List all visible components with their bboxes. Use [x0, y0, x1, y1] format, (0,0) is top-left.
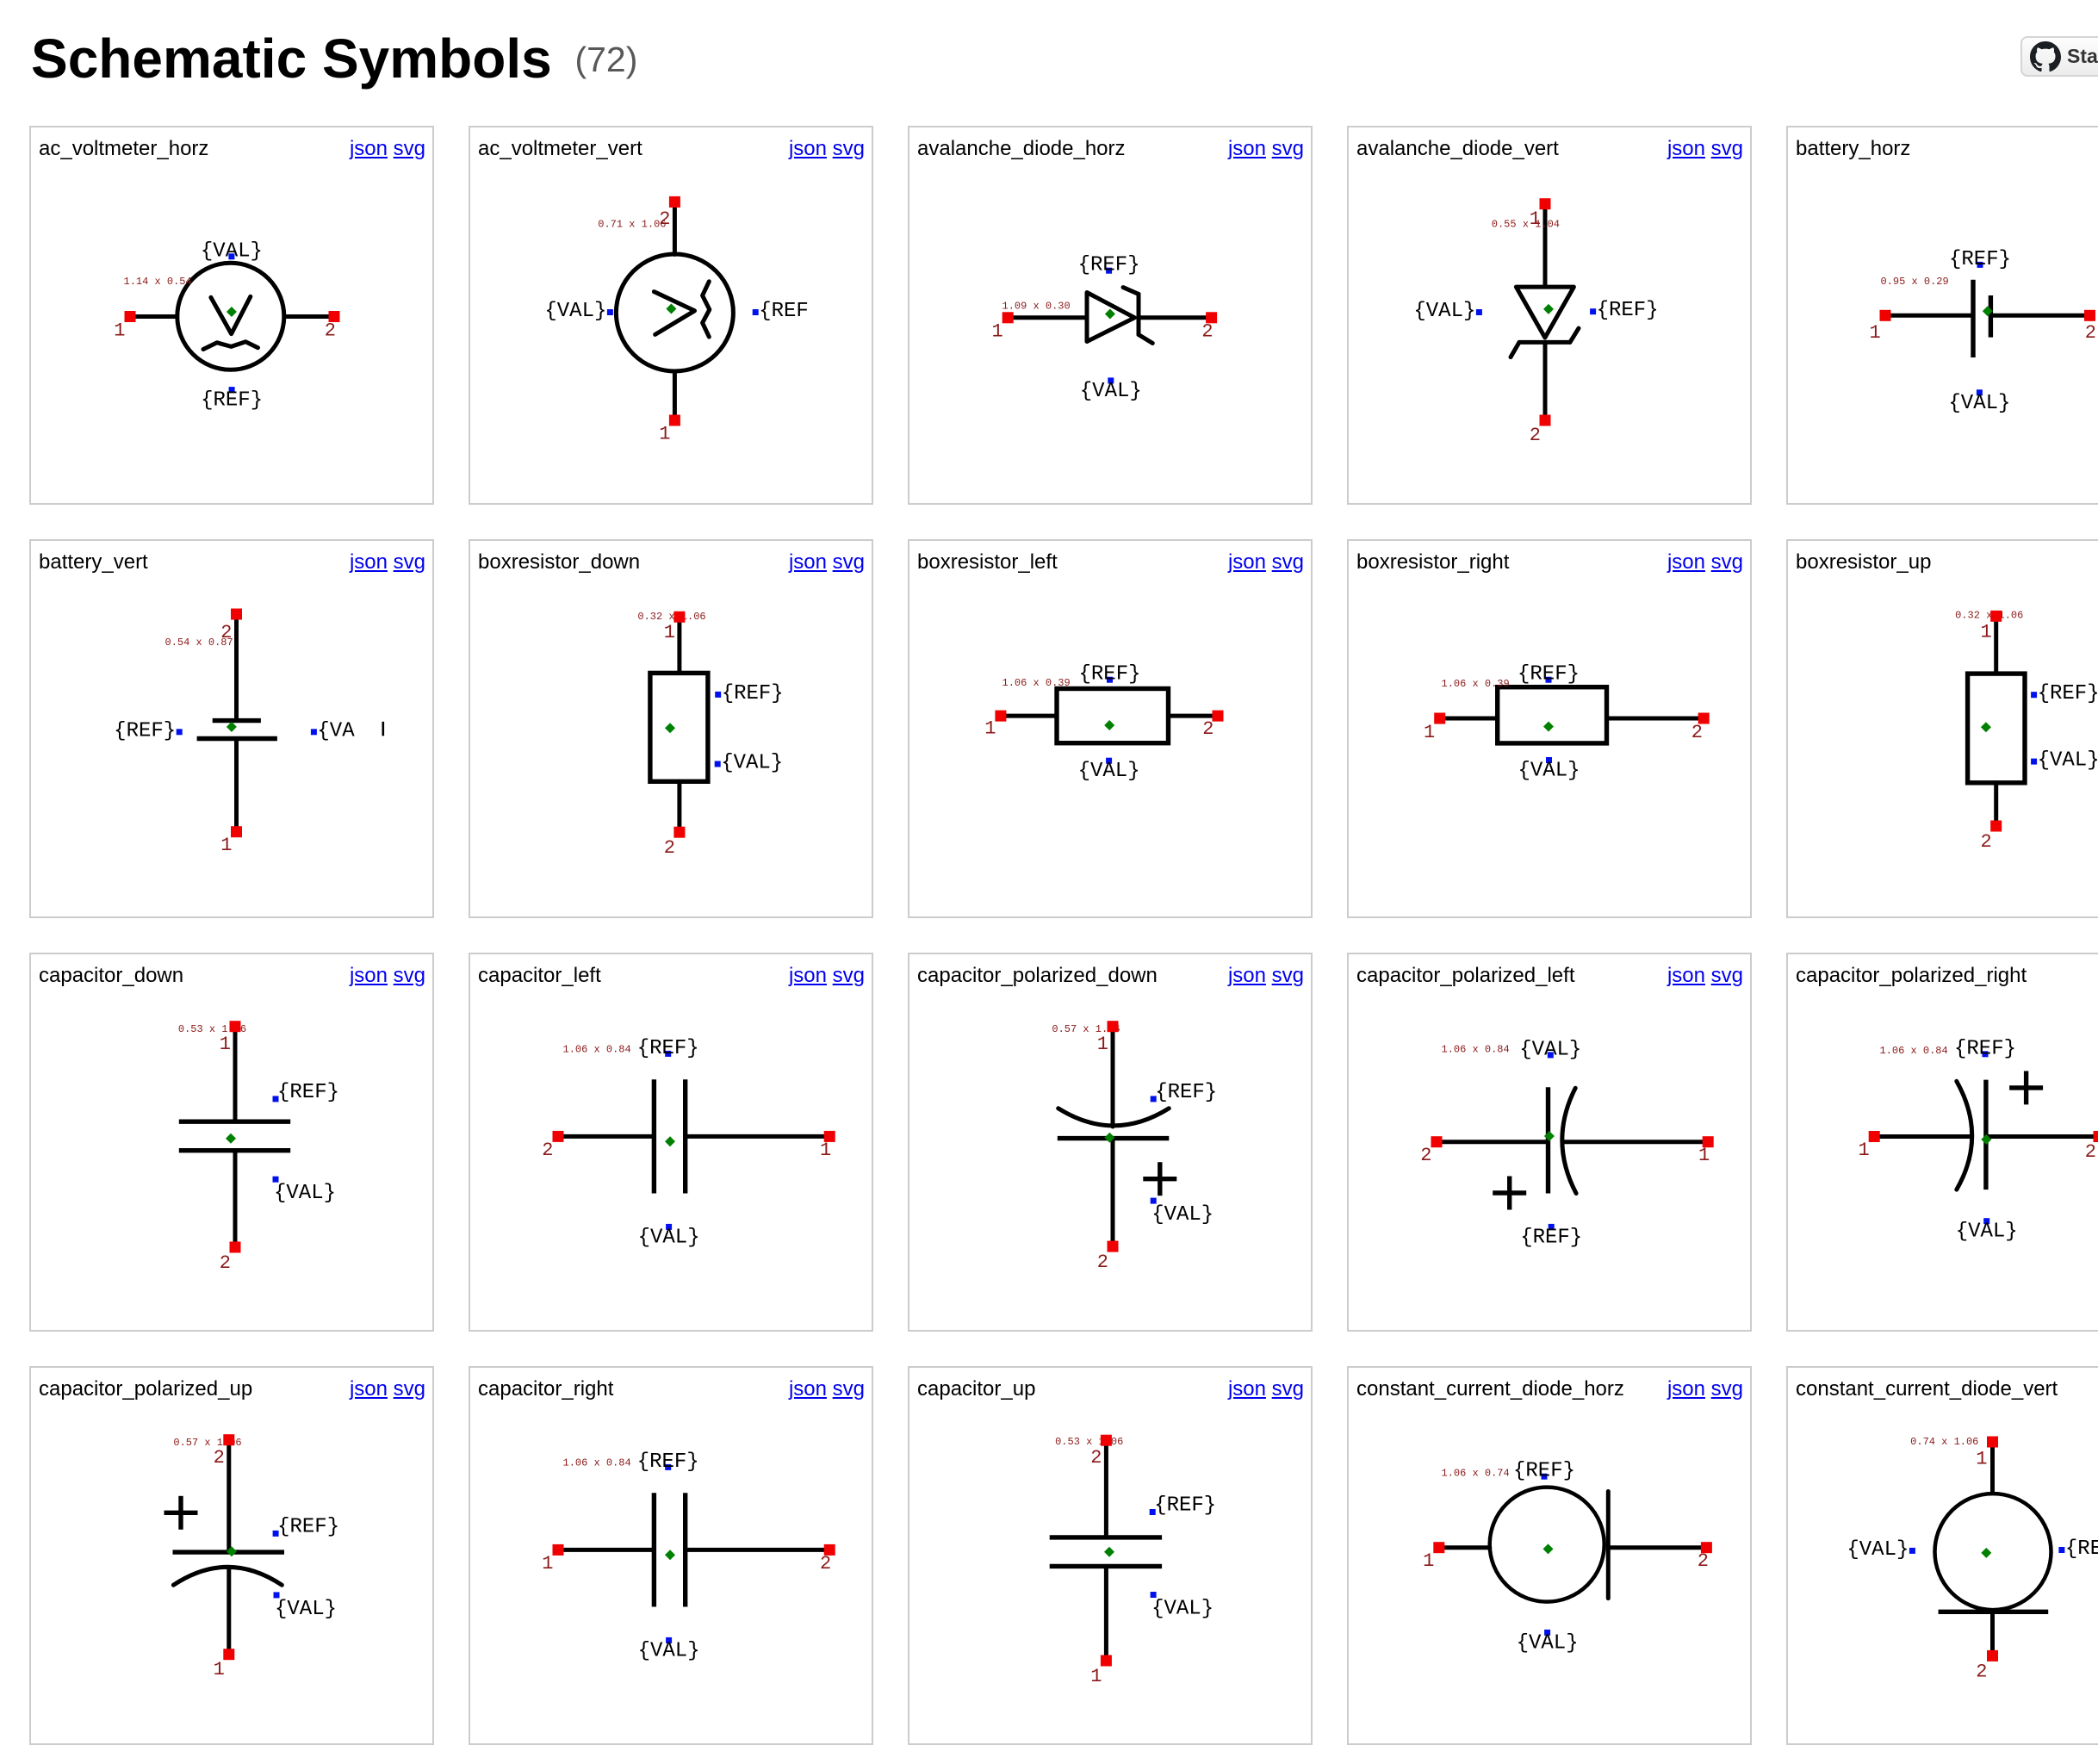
svg-text:{VAL}: {VAL} — [1948, 392, 2010, 415]
svg-text:0.95 x 0.29: 0.95 x 0.29 — [1881, 276, 1949, 288]
svg-text:{REF}: {REF} — [637, 1450, 699, 1474]
svg-text:2: 2 — [220, 622, 232, 643]
svg-text:{REF: {REF — [759, 300, 809, 323]
svg-text:1: 1 — [114, 320, 125, 342]
svg-text:1.14 x 0.54: 1.14 x 0.54 — [124, 276, 192, 288]
svg-text:1.06 x 0.84: 1.06 x 0.84 — [1880, 1045, 1948, 1057]
svg-text:2: 2 — [1698, 1550, 1709, 1572]
svg-text:1: 1 — [820, 1140, 831, 1161]
svg-text:1: 1 — [1090, 1666, 1102, 1687]
svg-text:0.71 x 1.06: 0.71 x 1.06 — [598, 218, 666, 230]
svg-text:0.55 x 1.04: 0.55 x 1.04 — [1492, 219, 1560, 231]
svg-text:{REF}: {REF} — [2065, 1537, 2098, 1561]
svg-text:1: 1 — [1980, 622, 1991, 643]
svg-text:1.09 x 0.30: 1.09 x 0.30 — [1002, 301, 1071, 313]
svg-text:{REF}: {REF} — [114, 719, 176, 742]
svg-text:2: 2 — [220, 1252, 231, 1274]
svg-text:2: 2 — [1420, 1145, 1431, 1166]
svg-text:{VAL}: {VAL} — [1413, 300, 1475, 323]
svg-text:{REF}: {REF} — [1154, 1494, 1216, 1518]
svg-text:{VAL}: {VAL} — [638, 1226, 700, 1249]
svg-text:1: 1 — [1530, 208, 1541, 230]
svg-text:0.53 x 1.06: 0.53 x 1.06 — [1055, 1436, 1123, 1448]
svg-text:2: 2 — [1090, 1447, 1102, 1469]
svg-text:{VAL}: {VAL} — [638, 1639, 700, 1662]
svg-text:{REF}: {REF} — [1518, 663, 1580, 686]
svg-text:{VAL}: {VAL} — [201, 239, 263, 263]
svg-text:0.32 x 1.06: 0.32 x 1.06 — [637, 611, 705, 623]
svg-text:2: 2 — [1201, 320, 1213, 342]
svg-text:{REF}: {REF} — [1949, 248, 2011, 271]
svg-text:2: 2 — [214, 1447, 225, 1469]
svg-text:1: 1 — [220, 1034, 231, 1055]
svg-text:2: 2 — [1691, 722, 1703, 743]
svg-text:1.06 x 0.84: 1.06 x 0.84 — [1442, 1044, 1510, 1056]
svg-text:{VAL}: {VAL} — [1956, 1221, 2018, 1244]
svg-text:1: 1 — [1097, 1034, 1108, 1055]
svg-text:1: 1 — [1869, 322, 1880, 344]
svg-text:{REF}: {REF} — [637, 1037, 699, 1060]
svg-text:2: 2 — [664, 837, 675, 859]
svg-text:2: 2 — [1202, 718, 1213, 740]
svg-text:{REF}: {REF} — [1520, 1226, 1582, 1249]
svg-text:0.54 x 0.87: 0.54 x 0.87 — [165, 637, 233, 649]
svg-text:1: 1 — [1698, 1145, 1710, 1166]
svg-text:2: 2 — [659, 208, 670, 230]
svg-text:{REF}: {REF} — [277, 1081, 339, 1104]
svg-text:{VA: {VA — [317, 719, 355, 742]
svg-text:{REF}: {REF} — [1078, 663, 1140, 686]
svg-text:1.06 x 0.74: 1.06 x 0.74 — [1442, 1468, 1510, 1480]
svg-text:2: 2 — [1976, 1661, 1987, 1682]
svg-text:{VAL}: {VAL} — [1518, 760, 1580, 783]
svg-text:1: 1 — [542, 1553, 553, 1575]
svg-text:1: 1 — [1858, 1140, 1869, 1161]
svg-text:{VAL}: {VAL} — [1151, 1203, 1213, 1227]
svg-text:2: 2 — [542, 1140, 553, 1161]
svg-text:2: 2 — [325, 320, 336, 342]
svg-text:2: 2 — [2085, 1141, 2096, 1163]
svg-text:{REF}: {REF} — [201, 389, 263, 413]
svg-text:{VAL}: {VAL} — [1517, 1631, 1579, 1655]
svg-text:1: 1 — [1423, 1550, 1434, 1572]
svg-text:0.57 x 1.06: 0.57 x 1.06 — [1052, 1023, 1120, 1035]
svg-text:{REF}: {REF} — [722, 682, 784, 705]
svg-text:2: 2 — [1097, 1252, 1108, 1273]
svg-text:{VAL}: {VAL} — [1078, 760, 1140, 783]
svg-text:1: 1 — [991, 320, 1002, 342]
svg-text:1.06 x 0.39: 1.06 x 0.39 — [1442, 678, 1510, 690]
svg-text:{VAL}: {VAL} — [2038, 749, 2098, 773]
svg-text:1.06 x 0.84: 1.06 x 0.84 — [563, 1457, 631, 1469]
svg-text:{VAL}: {VAL} — [1080, 380, 1142, 403]
svg-text:0.32 x 1.06: 0.32 x 1.06 — [1955, 609, 2023, 621]
svg-text:2: 2 — [1980, 831, 1991, 853]
svg-text:0.53 x 1.06: 0.53 x 1.06 — [178, 1023, 246, 1035]
svg-text:1: 1 — [659, 423, 670, 444]
svg-text:1: 1 — [220, 835, 232, 856]
svg-text:{REF}: {REF} — [1954, 1037, 2016, 1060]
svg-text:{VAL}: {VAL} — [275, 1598, 337, 1621]
svg-text:0.74 x 1.06: 0.74 x 1.06 — [1910, 1436, 1978, 1448]
svg-text:{REF}: {REF} — [1597, 299, 1659, 322]
svg-text:1.06 x 0.84: 1.06 x 0.84 — [563, 1044, 631, 1056]
svg-text:2: 2 — [1530, 425, 1541, 446]
svg-text:{VAL}: {VAL} — [1151, 1598, 1213, 1621]
svg-text:1: 1 — [1976, 1449, 1987, 1470]
svg-text:{VAL}: {VAL} — [274, 1182, 336, 1205]
svg-text:1: 1 — [984, 718, 996, 740]
svg-text:1: 1 — [664, 622, 675, 643]
svg-text:{VAL}: {VAL} — [1847, 1538, 1909, 1562]
svg-text:2: 2 — [2085, 322, 2096, 344]
svg-text:1: 1 — [1424, 722, 1435, 743]
svg-text:{VAL}: {VAL} — [544, 300, 606, 323]
svg-text:{REF}: {REF} — [2038, 682, 2098, 705]
svg-text:1.06 x 0.39: 1.06 x 0.39 — [1002, 677, 1071, 689]
svg-text:2: 2 — [820, 1553, 831, 1575]
svg-text:{REF}: {REF} — [1513, 1460, 1575, 1483]
svg-text:1: 1 — [214, 1659, 225, 1680]
svg-text:{VAL}: {VAL} — [1519, 1038, 1581, 1061]
svg-text:{REF}: {REF} — [1155, 1081, 1217, 1104]
svg-text:{REF}: {REF} — [277, 1515, 339, 1538]
svg-text:{VAL}: {VAL} — [721, 752, 783, 775]
svg-text:{REF}: {REF} — [1078, 254, 1140, 277]
